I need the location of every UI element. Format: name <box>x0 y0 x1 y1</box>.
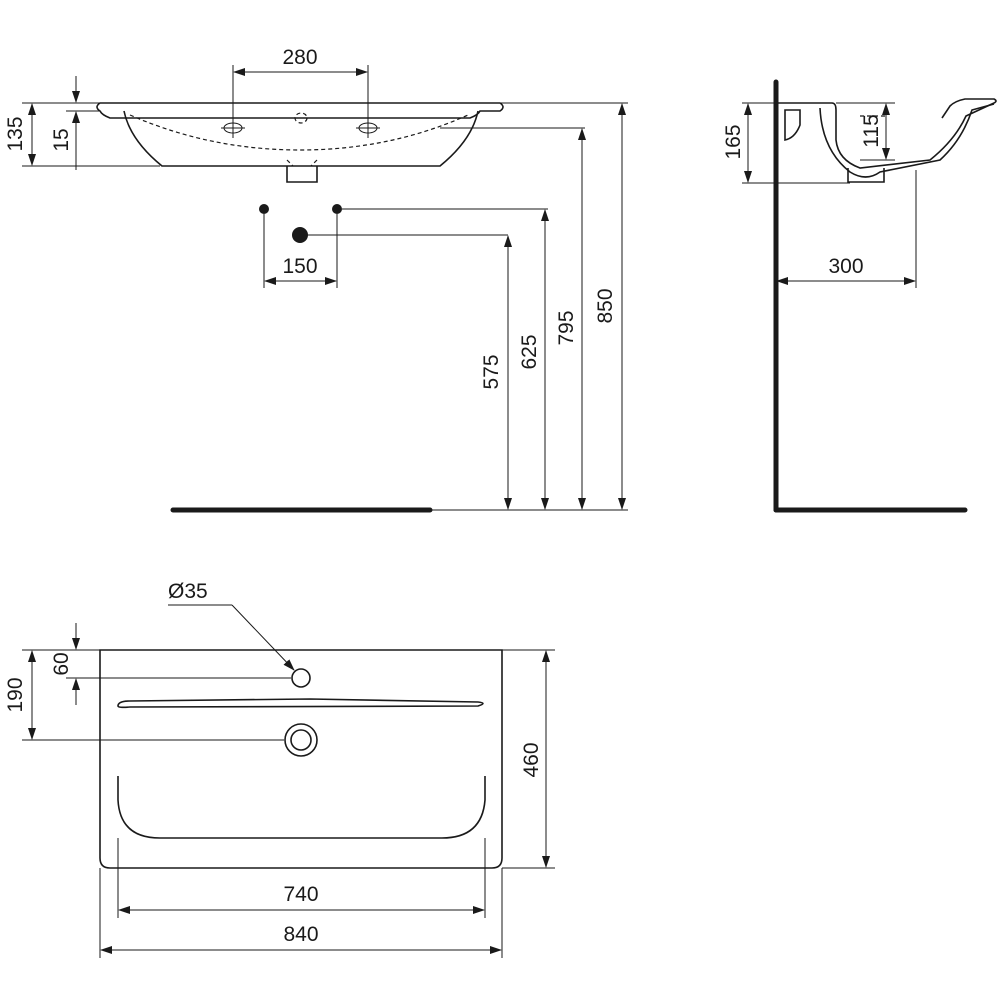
dim-300-label: 300 <box>828 255 863 278</box>
dim-190: 190 <box>4 649 284 741</box>
basin-section-outer <box>778 98 997 169</box>
dim-575-label: 575 <box>480 354 503 389</box>
waste-point <box>292 227 308 243</box>
dim-dia35: Ø35 <box>168 580 295 671</box>
plan-waste-outer <box>284 723 318 757</box>
dim-115-label: 115 <box>860 114 883 147</box>
plan-waste-inner <box>290 729 312 751</box>
basin-section-inner <box>819 103 995 178</box>
dim-280: 280 <box>232 46 369 122</box>
dim-150-label: 150 <box>282 255 317 278</box>
plan-view: Ø35 60 190 460 740 <box>4 580 555 958</box>
dim-165-label: 165 <box>722 124 745 159</box>
dim-135-label: 135 <box>4 116 27 151</box>
dim-15: 15 <box>50 76 100 170</box>
dim-165: 165 <box>722 102 850 184</box>
side-elevation: 165 115 300 <box>722 79 997 513</box>
dim-dia35-label: Ø35 <box>168 580 208 603</box>
waste-outlet <box>286 166 318 183</box>
basin-body <box>123 110 479 167</box>
tap-hole <box>291 668 311 688</box>
plan-outline <box>99 649 503 869</box>
bowl-outline <box>117 776 486 839</box>
dim-460: 460 <box>502 649 555 869</box>
dim-60-label: 60 <box>50 652 73 675</box>
dim-300: 300 <box>776 170 917 288</box>
dim-135: 135 <box>4 102 160 167</box>
dim-575: 575 <box>480 235 512 510</box>
dim-150: 150 <box>263 214 338 288</box>
supply-point-right <box>332 204 342 214</box>
front-elevation: 280 135 15 150 <box>4 46 628 513</box>
dim-190-label: 190 <box>4 677 27 712</box>
dim-625-label: 625 <box>518 334 541 369</box>
dim-60: 60 <box>50 623 291 705</box>
dim-115: 115 <box>836 102 895 161</box>
dim-740: 740 <box>117 838 486 918</box>
dim-280-label: 280 <box>282 46 317 69</box>
dim-740-label: 740 <box>283 883 318 906</box>
dim-460-label: 460 <box>520 742 543 777</box>
dim-850: 850 <box>594 103 626 510</box>
dim-795: 795 <box>555 128 586 510</box>
dim-15-label: 15 <box>50 128 73 151</box>
dim-840: 840 <box>99 868 503 958</box>
bowl-hidden-line <box>129 114 469 151</box>
dim-625: 625 <box>518 209 549 510</box>
dim-840-label: 840 <box>283 923 318 946</box>
dim-850-label: 850 <box>594 288 617 323</box>
overflow-hole <box>294 112 308 124</box>
supply-point-left <box>259 204 269 214</box>
basin-rim <box>96 102 504 119</box>
dim-795-label: 795 <box>555 310 578 345</box>
overflow-slot <box>117 698 484 709</box>
